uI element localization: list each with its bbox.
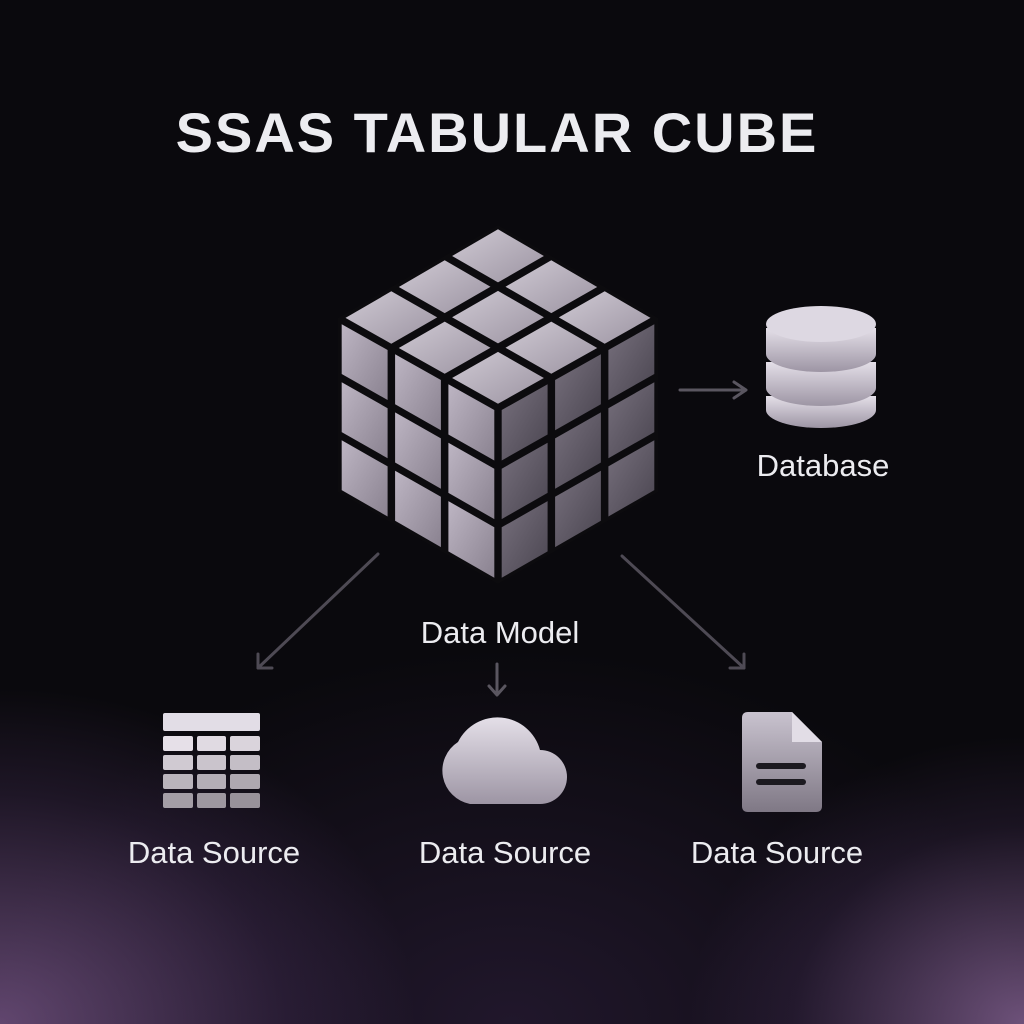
cube-right-cell: [501, 384, 548, 461]
cube-right-cell: [608, 324, 655, 400]
cube-top-cell: [505, 321, 598, 374]
cube-right-cell: [608, 382, 655, 459]
arrow-to-table-source: [256, 552, 380, 670]
cube-left-cell: [395, 354, 441, 431]
cube-top-cell: [452, 351, 544, 404]
table-cell: [197, 755, 226, 770]
cube-top-cell: [558, 291, 651, 344]
cube-left-cell: [395, 412, 441, 489]
diagram-title: SSAS TABULAR CUBE: [175, 101, 819, 164]
cube-left-cell: [395, 470, 441, 548]
cloud-icon: [442, 717, 567, 804]
cube-right-cell: [501, 501, 548, 578]
cube-top-cell: [505, 260, 598, 314]
arrow-to-document-source: [620, 554, 746, 670]
data-model-label: Data Model: [420, 615, 580, 650]
table-cell: [230, 774, 260, 789]
table-cell: [163, 774, 193, 789]
table-cell: [163, 793, 193, 808]
table-cell: [197, 736, 226, 751]
document-icon: [742, 712, 822, 812]
arrow-to-database: [678, 380, 748, 400]
cube-right-cell: [501, 442, 548, 520]
cube-icon: [338, 225, 658, 584]
cube-left-cell: [341, 440, 388, 517]
table-cell: [197, 774, 226, 789]
cube-left-cell: [341, 382, 388, 459]
cube-top-cell: [345, 291, 438, 344]
document-source-label: Data Source: [690, 835, 864, 870]
cube-left-cell: [448, 442, 495, 520]
cloud-source-label: Data Source: [418, 835, 592, 870]
arrow-to-cloud-source: [487, 662, 507, 697]
cube-right-cell: [555, 354, 601, 431]
database-label: Database: [756, 448, 890, 483]
cube-top-cell: [398, 321, 491, 374]
table-cell: [163, 736, 193, 751]
database-icon: [766, 306, 876, 428]
table-cell: [230, 736, 260, 751]
table-cell: [230, 793, 260, 808]
cube-right-cell: [555, 470, 601, 548]
cube-top-cell: [398, 260, 491, 314]
cube-top-cell: [452, 290, 544, 344]
table-header-cell: [163, 713, 260, 731]
cube-right-cell: [555, 412, 601, 489]
table-cell: [163, 755, 193, 770]
table-cell: [230, 755, 260, 770]
cube-left-cell: [448, 384, 495, 461]
table-icon: [163, 713, 260, 808]
cube-top-cell: [452, 229, 544, 283]
cube-left-cell: [448, 501, 495, 578]
cube-right-cell: [608, 440, 655, 517]
table-cell: [197, 793, 226, 808]
table-source-label: Data Source: [127, 835, 301, 870]
cube-left-cell: [341, 324, 388, 400]
